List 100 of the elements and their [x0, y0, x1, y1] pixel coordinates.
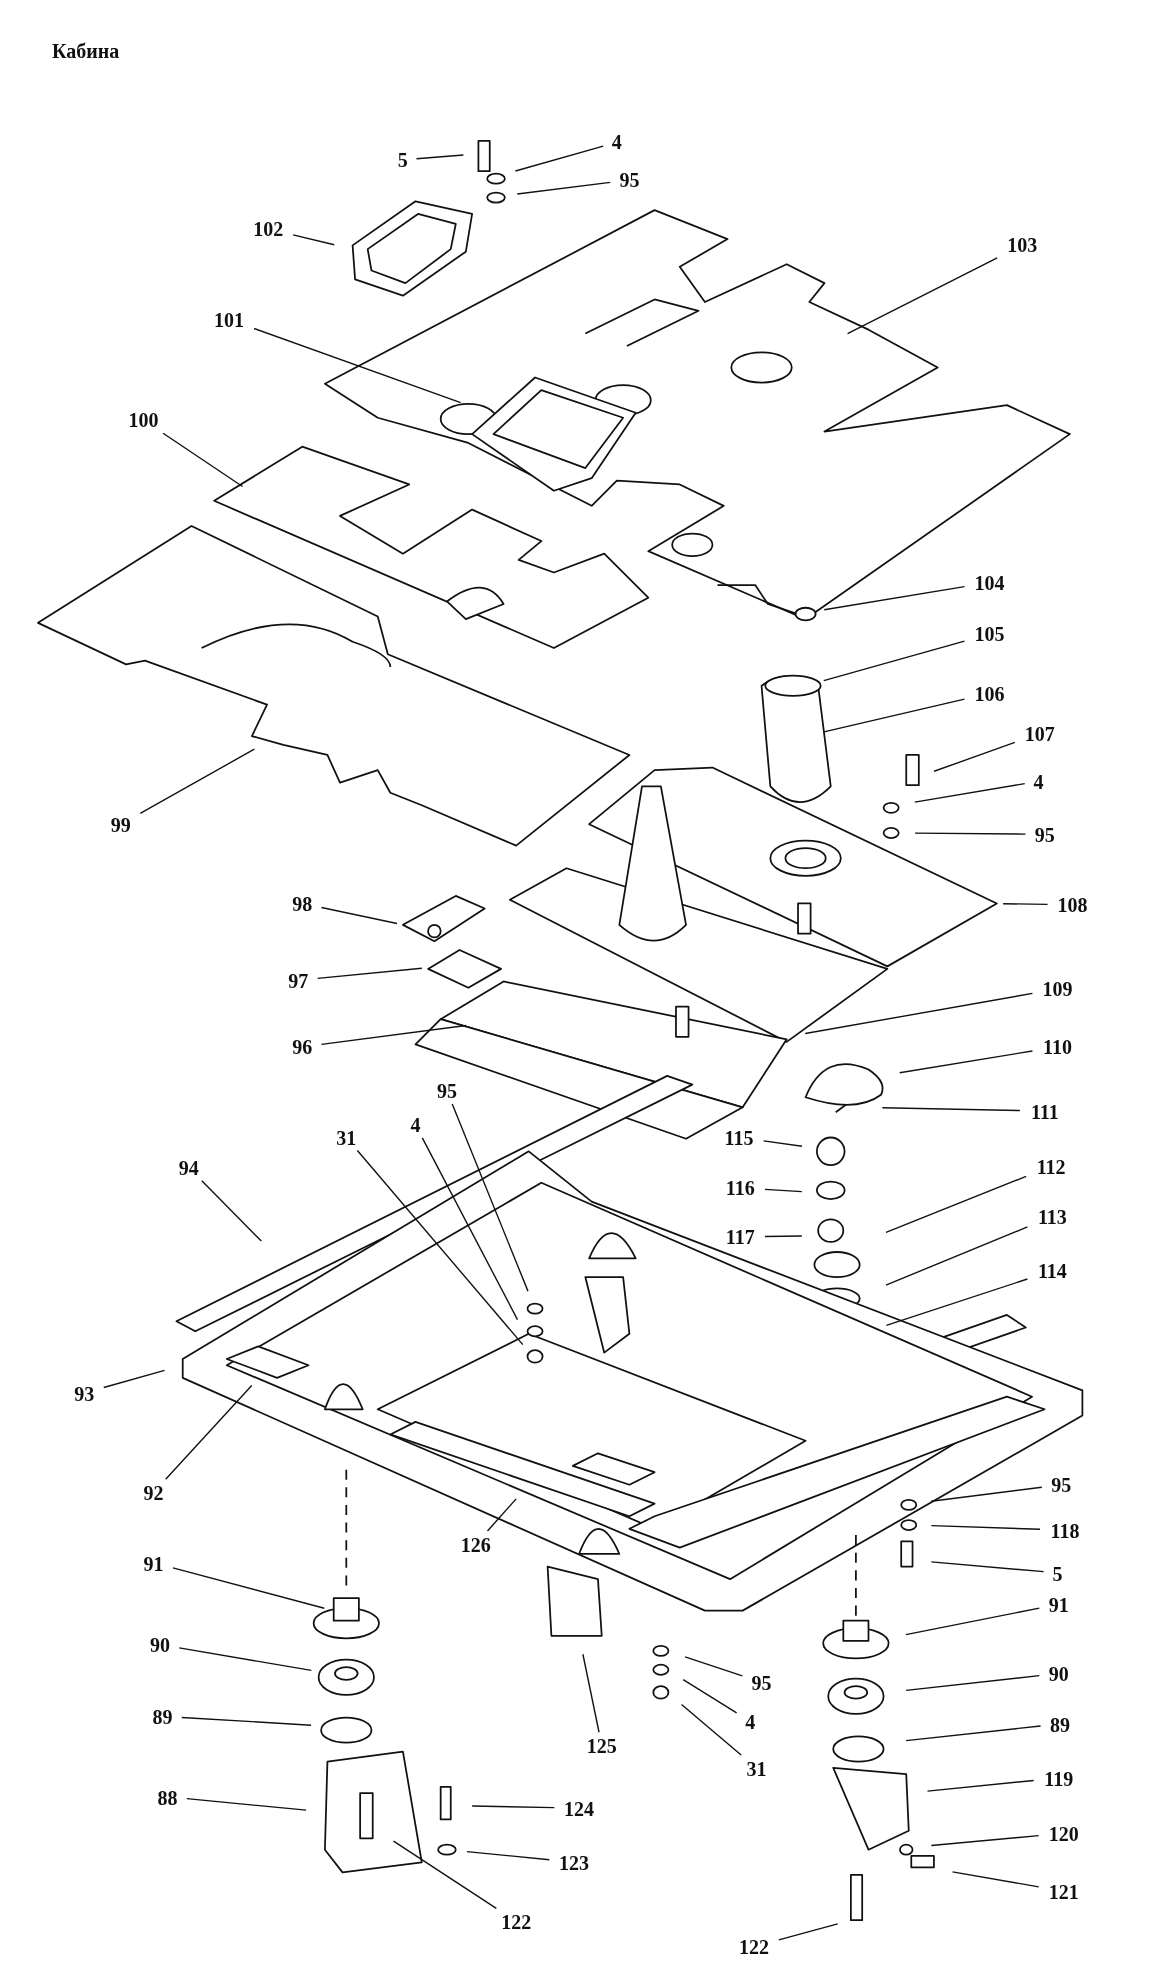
- leader-line: [172, 1567, 325, 1609]
- leader-line: [899, 1050, 1034, 1074]
- leader-line: [684, 1656, 744, 1677]
- leader-line: [905, 1725, 1042, 1742]
- callout-number: 126: [460, 1533, 491, 1556]
- callout-number: 91: [143, 1552, 164, 1575]
- callout-number: 4: [1033, 770, 1044, 793]
- leader-line: [471, 1805, 555, 1809]
- callout-number: 5: [1052, 1562, 1063, 1585]
- leader-line: [905, 1607, 1040, 1636]
- leader-line: [823, 640, 966, 682]
- leader-line: [764, 1188, 803, 1193]
- leader-line: [466, 1850, 550, 1861]
- leader-line: [356, 1149, 524, 1346]
- leader-line: [181, 1716, 312, 1726]
- leader-line: [823, 698, 966, 733]
- callout-number: 89: [152, 1706, 173, 1729]
- callout-number: 105: [974, 623, 1005, 646]
- callout-number: 109: [1042, 978, 1073, 1001]
- callout-number: 95: [751, 1672, 772, 1695]
- leader-line: [914, 783, 1026, 803]
- leader-line: [320, 906, 398, 925]
- callout-number: 106: [974, 682, 1005, 705]
- callout-number: 112: [1036, 1155, 1066, 1178]
- leader-line: [951, 1871, 1040, 1888]
- callout-number: 4: [611, 131, 622, 154]
- leader-line: [139, 748, 256, 815]
- leader-line: [930, 1561, 1045, 1573]
- callout-number: 123: [559, 1852, 590, 1875]
- leader-line: [680, 1703, 742, 1756]
- leader-line: [930, 1525, 1041, 1530]
- callout-number: 31: [336, 1127, 357, 1149]
- callout-number: 4: [745, 1711, 756, 1734]
- leader-line: [914, 832, 1027, 835]
- callout-number: 88: [157, 1786, 178, 1809]
- leader-line: [881, 1107, 1021, 1112]
- leader-line: [516, 181, 611, 195]
- leader-line: [320, 1024, 467, 1046]
- leader-line: [582, 1653, 600, 1733]
- leader-line: [764, 1235, 803, 1238]
- leader-line: [186, 1798, 307, 1811]
- callout-number: 97: [288, 969, 309, 992]
- leader-line: [421, 1137, 519, 1321]
- leader-line: [804, 992, 1034, 1035]
- callout-number: 122: [739, 1936, 770, 1959]
- leader-line: [162, 432, 244, 488]
- callout-number: 93: [74, 1382, 95, 1405]
- callout-number: 31: [746, 1757, 767, 1780]
- callout-number: 119: [1044, 1767, 1074, 1790]
- callout-number: 90: [149, 1634, 170, 1657]
- callout-number: 4: [410, 1114, 421, 1137]
- callout-number: 108: [1057, 894, 1088, 917]
- leader-line: [165, 1384, 253, 1481]
- callout-number: 124: [564, 1797, 595, 1820]
- callout-number: 95: [619, 169, 640, 191]
- callout-number: 90: [1048, 1663, 1069, 1686]
- callout-number: 99: [110, 813, 131, 836]
- callout-number: 118: [1050, 1519, 1080, 1542]
- callout-number: 100: [128, 409, 159, 432]
- leader-line: [682, 1679, 738, 1714]
- leader-line: [885, 1226, 1029, 1286]
- leader-line: [926, 1779, 1035, 1792]
- callout-number: 116: [725, 1177, 755, 1200]
- leader-line: [823, 585, 966, 611]
- leader-line: [415, 154, 465, 160]
- callout-number: 92: [143, 1482, 164, 1504]
- callout-number: 122: [501, 1911, 532, 1934]
- callout-number: 110: [1043, 1036, 1072, 1059]
- callout-number: 5: [397, 148, 408, 171]
- leader-line: [905, 1674, 1040, 1691]
- callout-number: 98: [292, 892, 313, 915]
- leader-line: [885, 1278, 1029, 1327]
- callout-number: 101: [214, 308, 245, 331]
- leader-line: [253, 327, 462, 404]
- leader-line: [762, 1140, 803, 1147]
- leader-line: [392, 1840, 497, 1910]
- leader-line: [933, 741, 1016, 772]
- callout-number: 102: [253, 218, 284, 241]
- callout-number: 125: [586, 1735, 617, 1758]
- leader-line: [930, 1834, 1040, 1847]
- callout-number: 117: [725, 1226, 755, 1249]
- leader-line: [514, 145, 604, 172]
- callout-number: 96: [292, 1036, 313, 1059]
- leader-line: [930, 1486, 1043, 1502]
- leader-line: [486, 1498, 517, 1532]
- leader-line: [885, 1175, 1027, 1234]
- leader-line: [846, 257, 998, 335]
- leader-line: [451, 1103, 529, 1292]
- callout-number: 104: [974, 571, 1005, 594]
- callout-number: 95: [1051, 1474, 1072, 1497]
- callout-number: 120: [1048, 1823, 1079, 1846]
- callout-number: 121: [1048, 1881, 1079, 1904]
- leader-line: [317, 967, 423, 980]
- leader-line: [103, 1369, 166, 1389]
- callout-number: 115: [724, 1127, 754, 1149]
- leader-line: [178, 1647, 312, 1672]
- callout-number: 95: [1034, 823, 1055, 846]
- callout-number: 114: [1037, 1260, 1067, 1283]
- callout-number: 95: [436, 1080, 457, 1103]
- leader-line: [1002, 903, 1049, 906]
